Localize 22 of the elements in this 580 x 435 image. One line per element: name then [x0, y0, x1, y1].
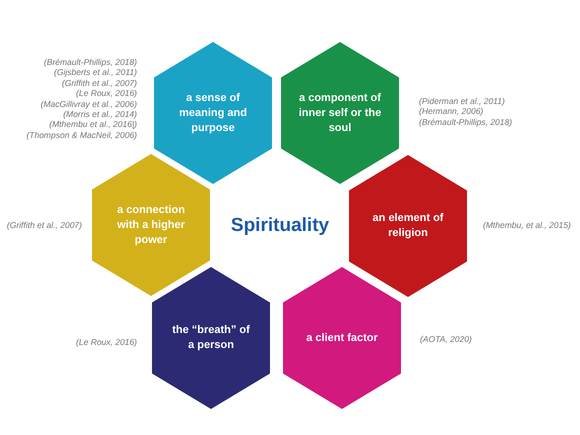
citation: (AOTA, 2020) [420, 334, 472, 344]
hexagon-label: an element of religion [372, 211, 444, 241]
citation: (Griffith et al., 2007) [62, 78, 137, 88]
hexagon-label: a component of inner self or the soul [298, 90, 382, 136]
citation: (Brémault-Phillips, 2018) [44, 57, 137, 68]
hexagon-label: a client factor [306, 330, 378, 346]
citation: (Mthembu, et al., 2015) [483, 220, 571, 230]
citation: (Piderman et al., 2011) [419, 96, 505, 106]
hexagon-label: the “breath” of a person [171, 323, 251, 353]
citation: (Thompson & MacNeil, 2006) [26, 130, 137, 140]
citation: (Griffith et al., 2007) [6, 220, 82, 230]
citation: (Mthembu et al., 2016|) [49, 119, 137, 130]
citation: (Morris et al., 2014) [63, 108, 137, 120]
citation: (Gijsberts et al., 2011) [54, 67, 137, 78]
center-title: Spirituality [230, 215, 330, 237]
citation: (Brémault-Phillips, 2018) [419, 116, 512, 128]
citation: (Le Roux, 2016) [76, 88, 137, 99]
hexagon-label: a connection with a higher power [116, 202, 186, 248]
citation: (Le Roux, 2016) [76, 337, 137, 348]
hexagon-label: a sense of meaning and purpose [178, 90, 248, 136]
citation: (Hermann, 2006) [419, 106, 484, 117]
citation: (MacGillivray et al., 2006) [40, 98, 137, 109]
